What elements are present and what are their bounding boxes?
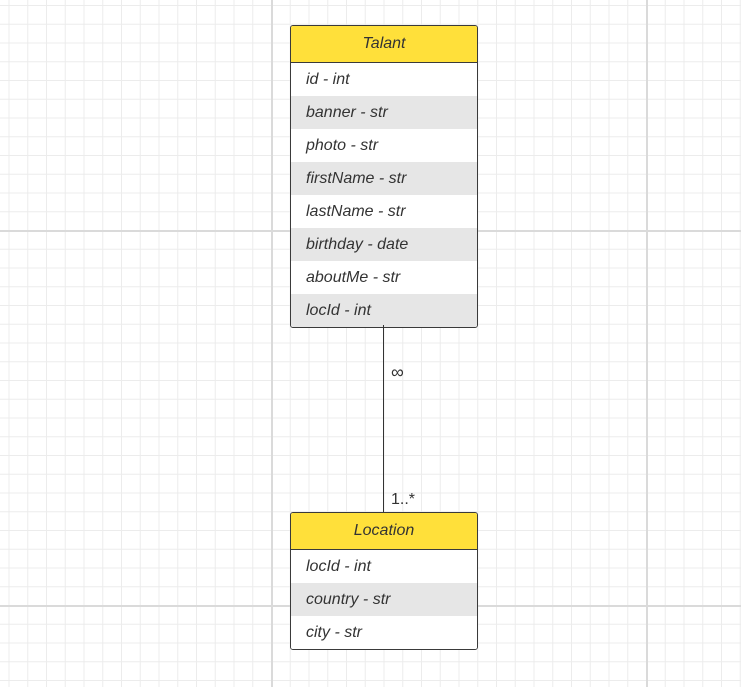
- entity-talant-field-id[interactable]: id - int: [291, 63, 477, 96]
- entity-talant-field-locid[interactable]: locId - int: [291, 294, 477, 327]
- relationship-connector[interactable]: [383, 325, 384, 513]
- relationship-multiplicity-location: 1..*: [391, 491, 416, 508]
- entity-talant-field-photo[interactable]: photo - str: [291, 129, 477, 162]
- entity-location[interactable]: Location locId - int country - str city …: [290, 512, 478, 650]
- entity-location-field-city[interactable]: city - str: [291, 616, 477, 649]
- relationship-multiplicity-talant: ∞: [391, 362, 404, 382]
- entity-talant-field-lastname[interactable]: lastName - str: [291, 195, 477, 228]
- entity-location-title[interactable]: Location: [291, 513, 477, 550]
- entity-talant-title[interactable]: Talant: [291, 26, 477, 63]
- entity-talant[interactable]: Talant id - int banner - str photo - str…: [290, 25, 478, 328]
- entity-talant-field-banner[interactable]: banner - str: [291, 96, 477, 129]
- entity-talant-field-birthday[interactable]: birthday - date: [291, 228, 477, 261]
- entity-talant-field-firstname[interactable]: firstName - str: [291, 162, 477, 195]
- entity-talant-field-aboutme[interactable]: aboutMe - str: [291, 261, 477, 294]
- entity-location-field-country[interactable]: country - str: [291, 583, 477, 616]
- entity-location-field-locid[interactable]: locId - int: [291, 550, 477, 583]
